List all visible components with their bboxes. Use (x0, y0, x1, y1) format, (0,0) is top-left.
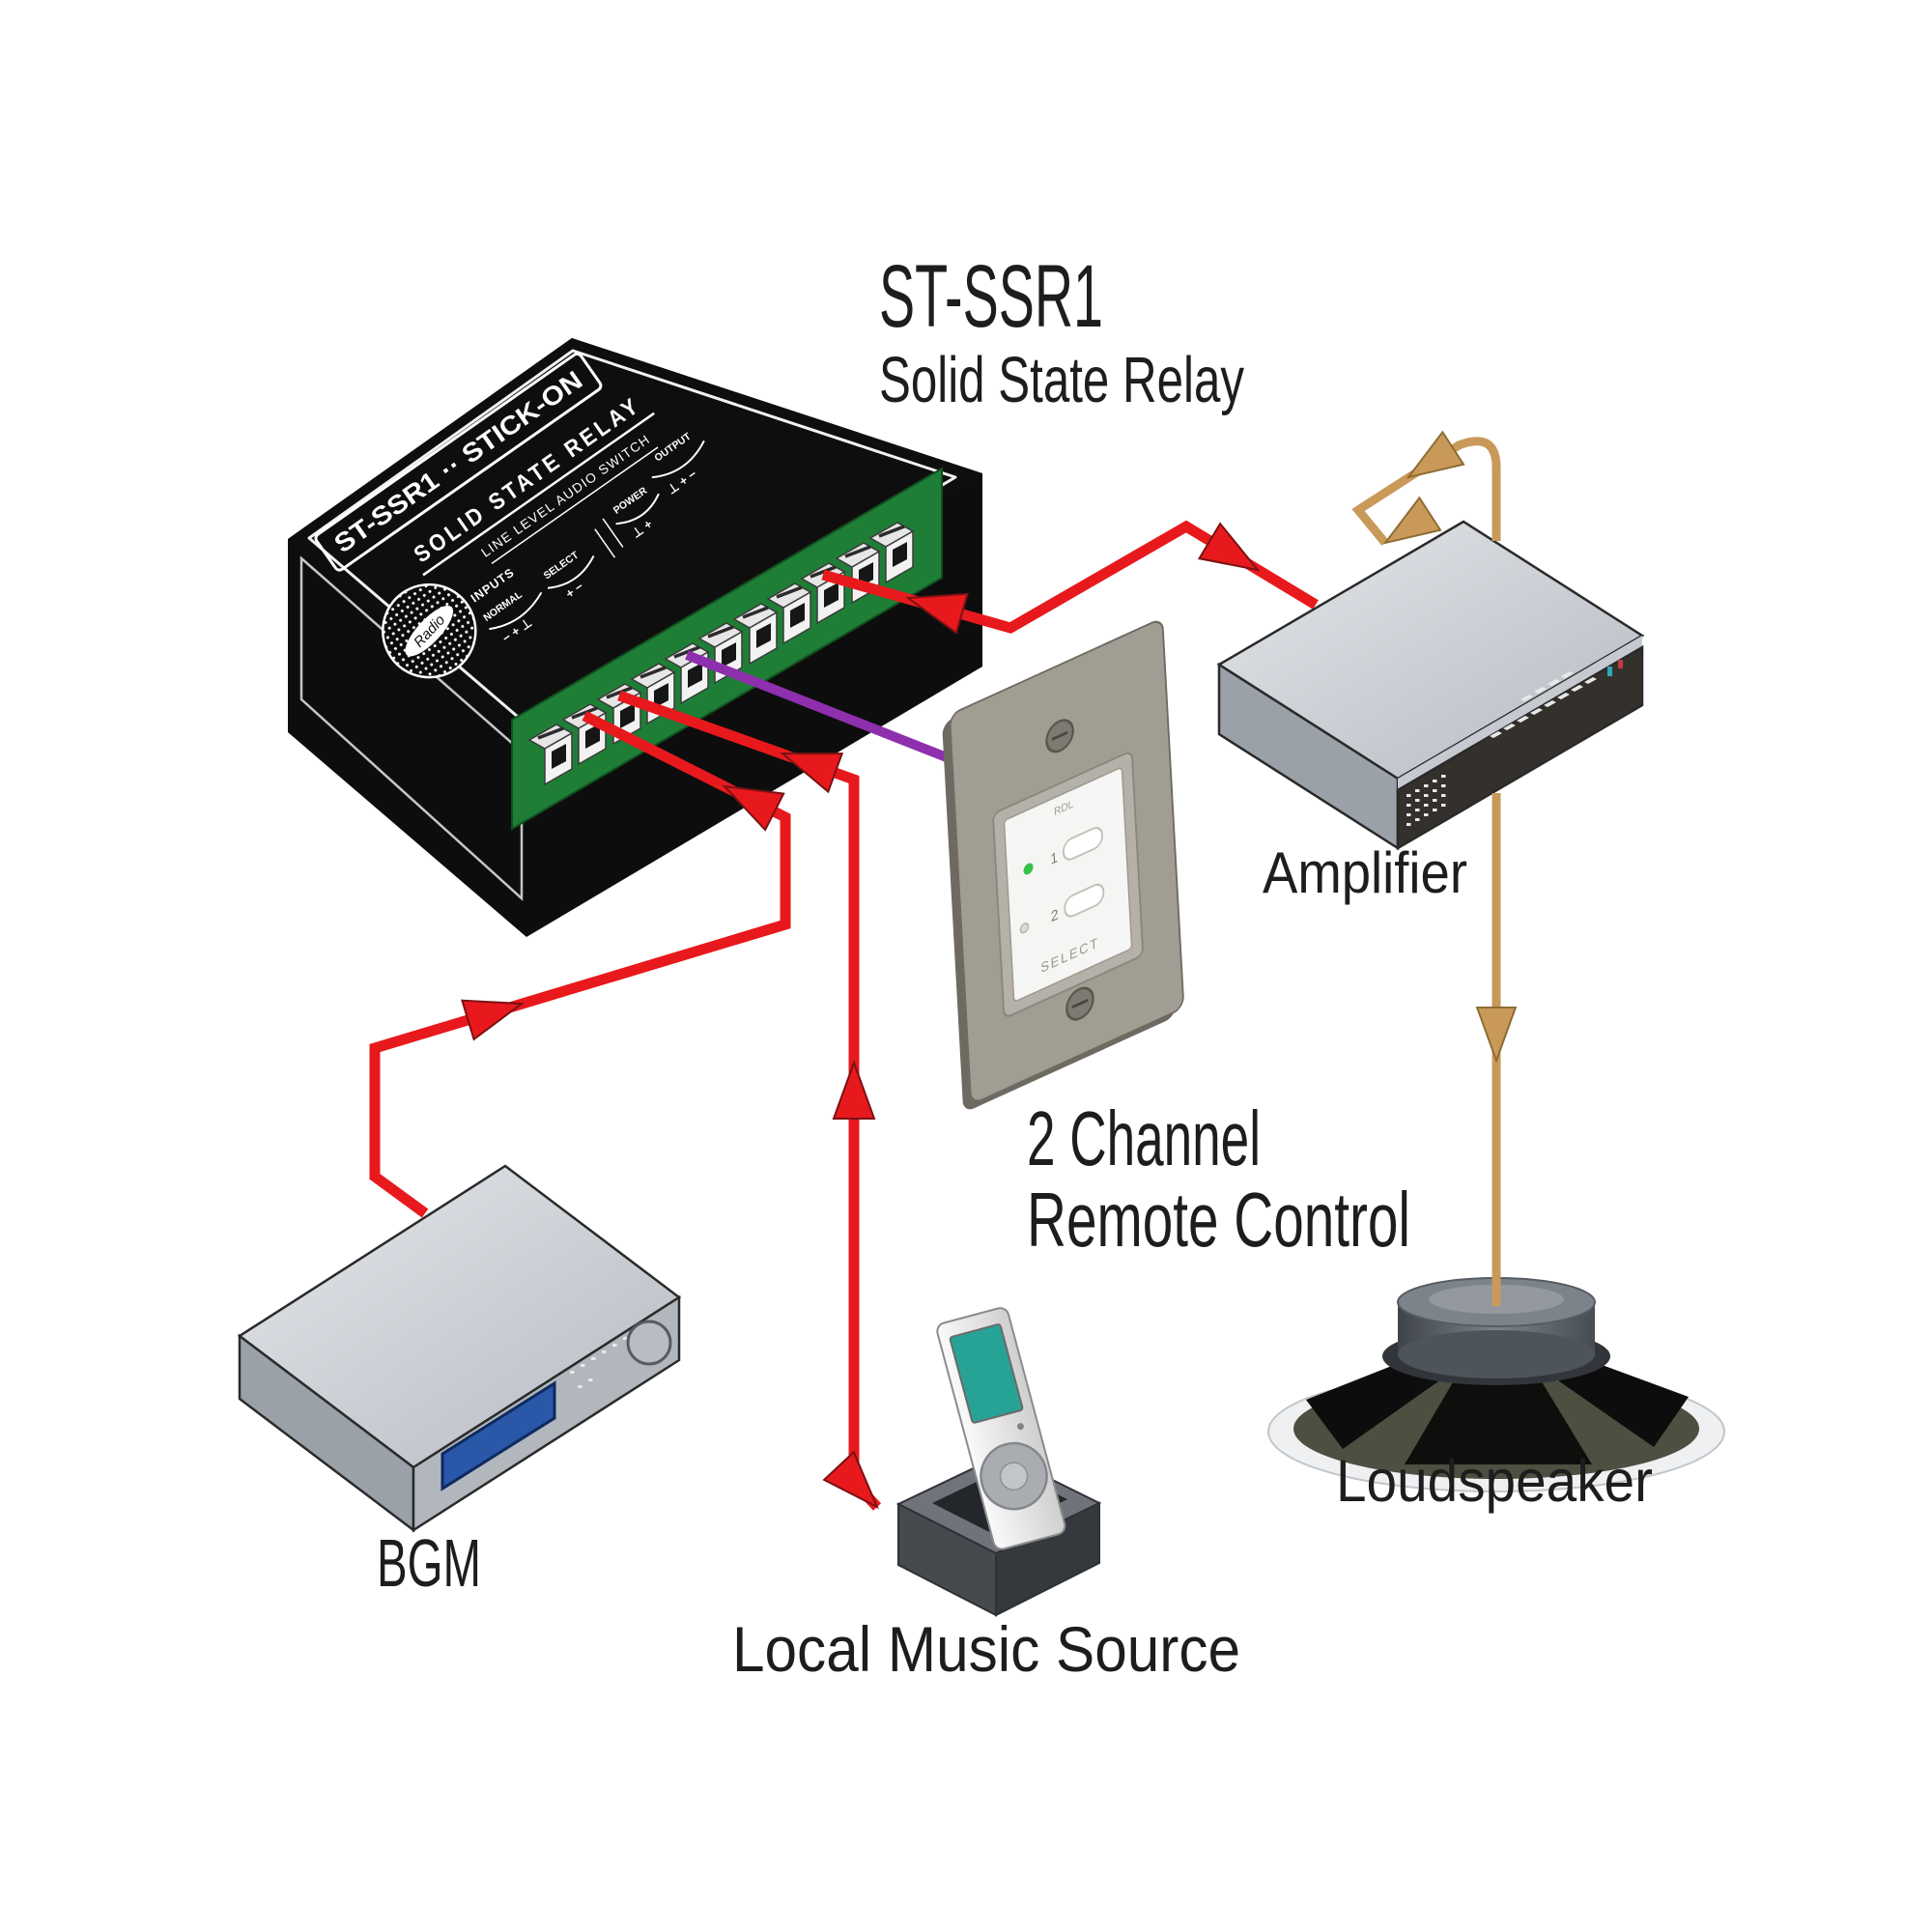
channel1-number: 1 (1050, 849, 1059, 868)
channel1-button[interactable] (1062, 825, 1103, 863)
plate-screw-slot (1051, 730, 1068, 742)
output-bracket (651, 440, 705, 479)
power-bracket (615, 493, 660, 526)
bgm-button (570, 1371, 575, 1374)
remote-label-line2: Remote Control (1027, 1177, 1410, 1263)
channel2-led (1019, 923, 1030, 934)
output-wire-arrow (1198, 523, 1269, 589)
bgm-button (578, 1385, 582, 1388)
control-wire (685, 650, 958, 766)
relay-face-art: ST-SSR1 ·· STICK-ON SOLID STATE RELAY LI… (314, 352, 705, 679)
bgm-label: BGM (377, 1525, 481, 1601)
select-bracket (547, 555, 595, 589)
bgm-button (588, 1378, 593, 1381)
relay-band-box (314, 352, 603, 572)
channel2-button[interactable] (1064, 882, 1105, 920)
ctrl-tick1 (594, 528, 616, 558)
speaker-magnet-bottom (1398, 1330, 1595, 1378)
remote-label-line1: 2 Channel (1027, 1095, 1261, 1181)
player-indicator (1016, 1423, 1024, 1431)
player-clickwheel-center (999, 1462, 1029, 1491)
bgm-device (237, 1164, 682, 1533)
bgm-display (440, 1380, 556, 1492)
relay-rule1 (422, 412, 655, 577)
speaker-wire-arrow (1397, 431, 1465, 495)
bgm-wire-arrow (461, 982, 529, 1040)
channel1-led (1023, 863, 1034, 875)
bgm-button (602, 1350, 607, 1353)
music-player (936, 1307, 1066, 1550)
local-source-wire-arrow (823, 1451, 894, 1522)
amplifier-device (1216, 520, 1645, 851)
speaker-wire-upper (1351, 437, 1501, 546)
speaker-cone-shadow (1306, 1356, 1455, 1449)
rdl-logo: Radio (382, 582, 477, 679)
relay-side-border (299, 555, 524, 901)
remote-control-plate: RDL 1 2 SELECT (942, 620, 1184, 1110)
channel2-number: 2 (1050, 906, 1059, 925)
amp-power-led (1607, 667, 1612, 676)
loudspeaker-label: Loudspeaker (1336, 1448, 1653, 1514)
local-source-label: Local Music Source (732, 1613, 1240, 1685)
speaker-wire-arrow (1476, 1006, 1517, 1062)
amp-status-led (1618, 660, 1623, 668)
bgm-button (591, 1357, 596, 1360)
plate-screw-slot (1071, 998, 1089, 1009)
amp-front-panel (1396, 644, 1644, 851)
speaker-cone-shadow (1540, 1356, 1689, 1447)
amp-front-strip (1398, 636, 1642, 790)
bgm-button (581, 1364, 585, 1367)
normal-bracket (489, 591, 543, 631)
local-music-source-device (895, 1307, 1102, 1617)
bgm-knob (626, 1320, 672, 1366)
amplifier-label: Amplifier (1263, 840, 1467, 905)
player-screen (949, 1323, 1024, 1424)
title-model: ST-SSR1 (879, 247, 1103, 346)
bgm-button (612, 1344, 617, 1347)
dock-front-face (995, 1501, 1100, 1617)
local-source-wire-arrow (833, 1062, 875, 1120)
title-name: Solid State Relay (879, 344, 1244, 416)
panel-face (1003, 767, 1133, 1002)
speaker-cone-shadow (1405, 1366, 1592, 1464)
loudspeaker-device (1267, 1277, 1725, 1492)
ctrl-tick2 (602, 518, 624, 548)
relay-rule2 (491, 446, 659, 565)
